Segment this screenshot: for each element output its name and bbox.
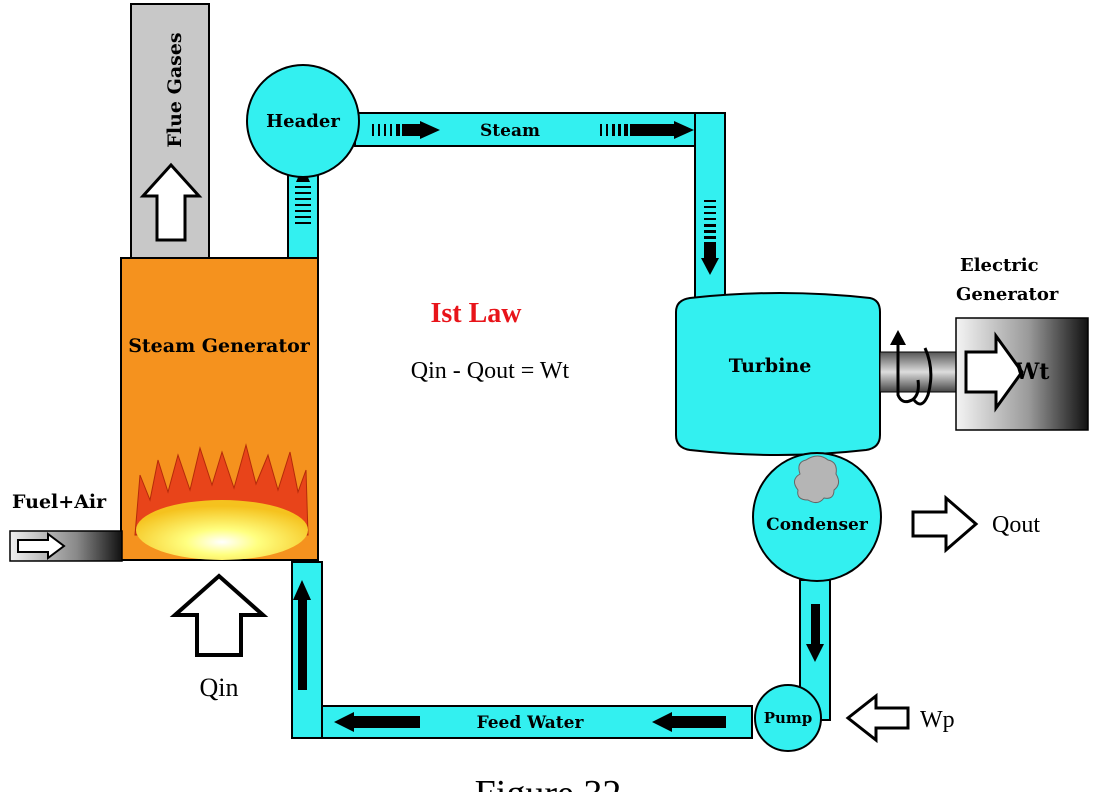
electric-label: Electric (960, 255, 1039, 276)
pump-label: Pump (764, 709, 813, 727)
steam-right-arrow-icon-2 (674, 121, 694, 139)
flue-gas-stack: Flue Gases (130, 3, 210, 263)
qin-arrow: Qin (169, 573, 269, 702)
turbine-label: Turbine (729, 355, 812, 377)
turbine: Turbine (675, 292, 881, 456)
turbine-inlet-down-arrow-icon (701, 258, 719, 275)
feed-left-arrow-icon-1 (334, 712, 354, 732)
feed-left-arrow-icon-2 (652, 712, 672, 732)
qout-arrow: Qout (911, 494, 1040, 554)
flue-gases-label: Flue Gases (164, 32, 186, 147)
fuel-arrow-icon (17, 532, 66, 560)
pump: Pump (754, 684, 822, 752)
wp-arrow: Wp (845, 692, 955, 744)
steam-right-arrow-icon-1 (420, 121, 440, 139)
steam-cloud-icon (794, 455, 840, 504)
wp-label: Wp (920, 707, 955, 733)
wt-arrow-icon (964, 331, 1024, 413)
feed-water-label: Feed Water (477, 713, 585, 733)
header-label: Header (266, 111, 340, 132)
steam-generator: Steam Generator (120, 257, 319, 561)
steam-label: Steam (480, 121, 540, 141)
electric-generator: Wt Electric Generator (879, 255, 1089, 431)
turbine-shaft (879, 351, 961, 393)
return-up-arrow-icon (293, 580, 311, 600)
qin-label: Qin (200, 673, 239, 702)
flue-up-arrow-icon (139, 162, 203, 242)
fire-core-icon (136, 500, 308, 560)
condenser-label: Condenser (766, 515, 869, 535)
wp-left-arrow-icon (845, 692, 910, 744)
header-drum: Header (246, 64, 360, 178)
generator-label: Generator (956, 284, 1059, 305)
condenser: Condenser (752, 452, 882, 582)
fuel-air-inlet: Fuel+Air (9, 491, 123, 562)
equation-text: Qin - Qout = Wt (411, 358, 570, 384)
law-title: Ist Law (430, 298, 522, 329)
qout-label: Qout (992, 512, 1040, 538)
qout-right-arrow-icon (911, 494, 979, 554)
flow-arrows (293, 121, 824, 732)
rotation-arrow-icon (896, 340, 920, 404)
steam-generator-label: Steam Generator (128, 335, 311, 357)
figure-caption: Figure 32 (475, 773, 622, 792)
fuel-air-label: Fuel+Air (12, 491, 107, 513)
wt-label: Wt (1014, 359, 1051, 385)
condenser-down-arrow-icon (806, 644, 824, 662)
qin-up-arrow-icon (169, 573, 269, 657)
